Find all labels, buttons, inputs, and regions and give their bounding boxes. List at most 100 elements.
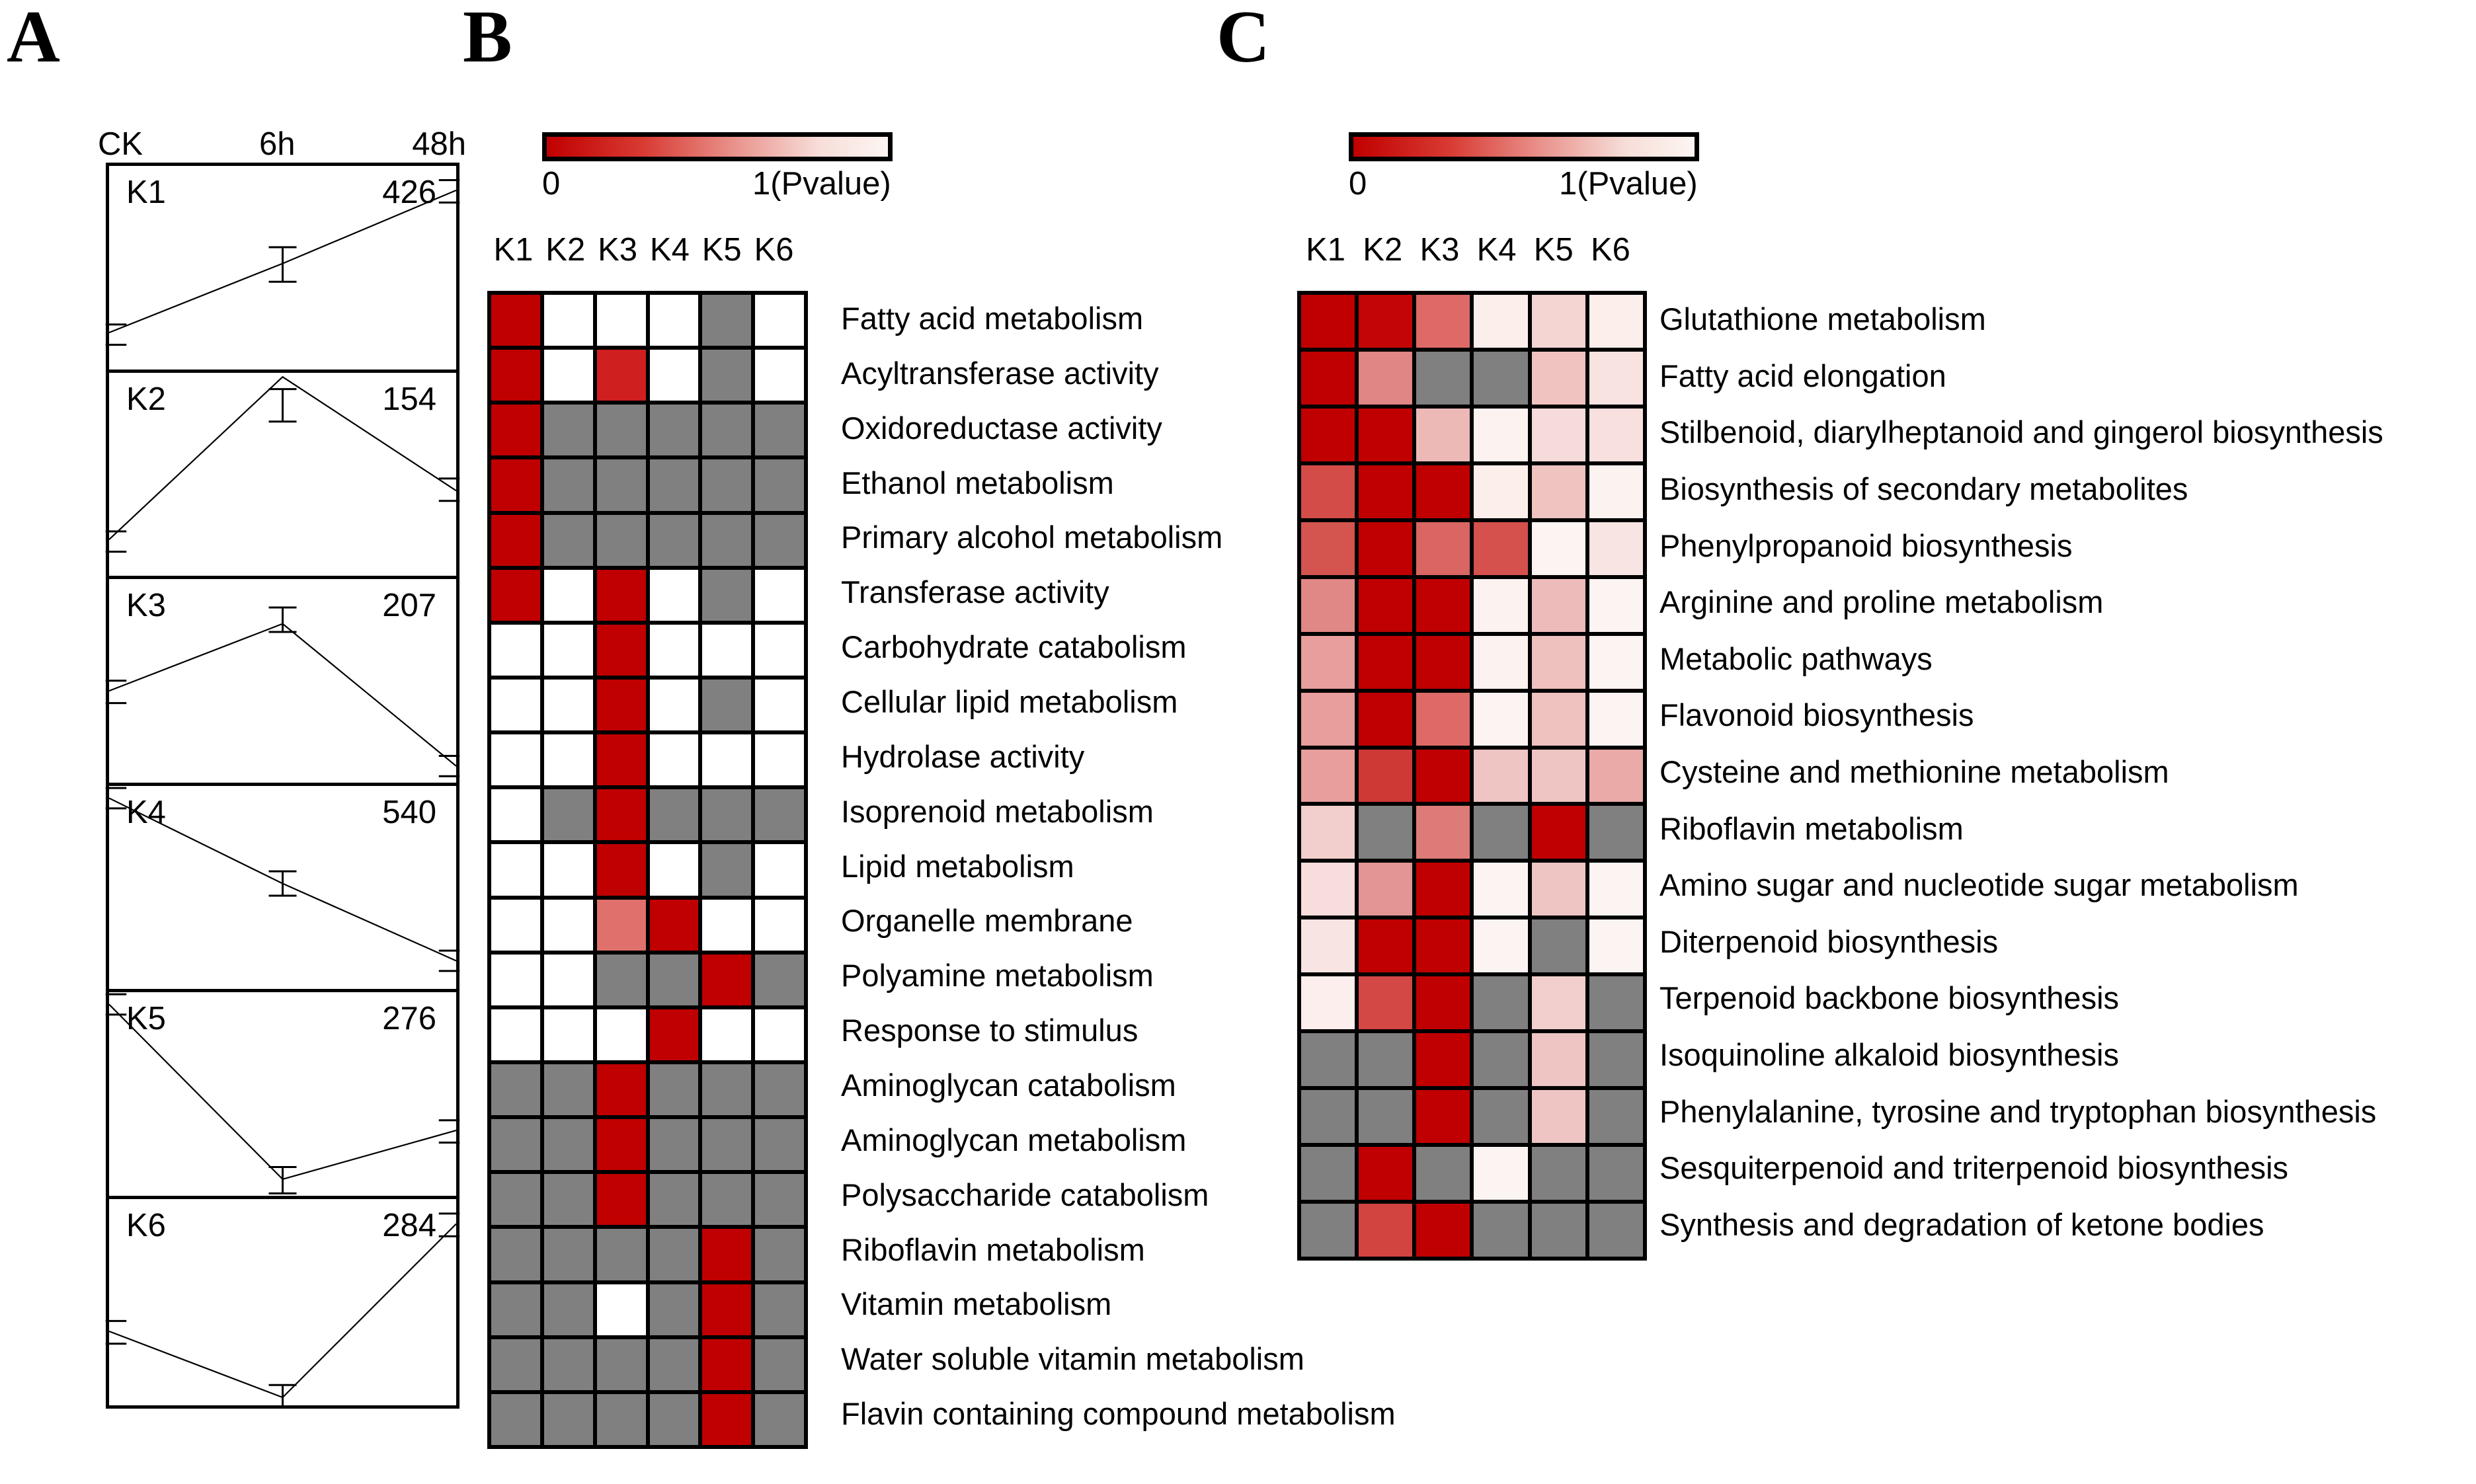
heatmap-b-column-header-k1: K1 <box>493 232 534 268</box>
heatmap-c-cell <box>1589 1033 1643 1087</box>
heatmap-c-cell <box>1474 863 1528 916</box>
heatmap-b-cell <box>491 1174 540 1226</box>
heatmap-b-cell <box>755 569 804 621</box>
heatmap-b-cell <box>755 459 804 511</box>
heatmap-c-cell <box>1359 351 1413 405</box>
heatmap-b-cell <box>543 1119 593 1171</box>
heatmap-c-cell <box>1531 522 1585 575</box>
heatmap-c-cell <box>1531 351 1585 405</box>
panel-label-a: A <box>7 0 60 78</box>
heatmap-b-column-header-k5: K5 <box>701 232 742 268</box>
heatmap-c-cell <box>1359 976 1413 1030</box>
heatmap-c-row-label: Flavonoid biosynthesis <box>1659 697 1974 733</box>
cluster-name: K1 <box>126 175 166 210</box>
heatmap-c-row-label: Synthesis and degradation of ketone bodi… <box>1659 1206 2264 1242</box>
heatmap-b-cell <box>491 789 540 841</box>
heatmap-c-cell <box>1416 749 1470 802</box>
heatmap-b-cell <box>755 734 804 786</box>
heatmap-b-cell <box>649 899 699 951</box>
heatmap-c-row-label: Phenylalanine, tyrosine and tryptophan b… <box>1659 1093 2377 1129</box>
heatmap-c-cell <box>1359 408 1413 461</box>
heatmap-b-cell <box>649 734 699 786</box>
heatmap-c-cell <box>1474 1147 1528 1200</box>
heatmap-c-cell <box>1301 1147 1355 1200</box>
heatmap-c-cell <box>1416 465 1470 518</box>
heatmap-b-row-label: Oxidoreductase activity <box>841 410 1162 446</box>
panel-a-axis-labels: CK 6h 48h <box>98 126 466 163</box>
heatmap-c-cell <box>1416 522 1470 575</box>
heatmap-c-cell <box>1474 749 1528 802</box>
heatmap-b-cell <box>596 1284 646 1335</box>
cluster-plot-k3: K3 207 <box>109 579 456 786</box>
heatmap-b-cell <box>649 954 699 1005</box>
heatmap-c-cell <box>1531 635 1585 689</box>
heatmap-c-cell <box>1531 1033 1585 1087</box>
heatmap-b-cell <box>491 680 540 731</box>
heatmap-b-cell <box>702 680 752 731</box>
heatmap-b-cell <box>543 680 593 731</box>
heatmap-b-cell <box>702 954 752 1005</box>
heatmap-b-cell <box>755 954 804 1005</box>
heatmap-b-cell <box>649 514 699 566</box>
heatmap-b-cell <box>755 1339 804 1390</box>
heatmap-b-cell <box>596 350 646 401</box>
heatmap-b-row-label: Vitamin metabolism <box>841 1286 1112 1322</box>
heatmap-b-cell <box>649 459 699 511</box>
heatmap-b-row-label: Fatty acid metabolism <box>841 300 1144 336</box>
heatmap-c-cell <box>1474 1204 1528 1257</box>
heatmap-c-cell <box>1531 749 1585 802</box>
heatmap-b-cell <box>702 1064 752 1116</box>
heatmap-c-cell <box>1359 1204 1413 1257</box>
heatmap-c-cell <box>1416 408 1470 461</box>
heatmap-b-cell <box>491 459 540 511</box>
heatmap-b-cell <box>702 295 752 346</box>
colorbar-max-label-b: 1(Pvalue) <box>752 166 891 202</box>
axis-tick-ck: CK <box>98 126 143 162</box>
heatmap-b-cell <box>702 569 752 621</box>
cluster-name: K4 <box>126 794 166 830</box>
heatmap-c-cell <box>1416 1090 1470 1144</box>
heatmap-b-cell <box>543 734 593 786</box>
heatmap-b-cell <box>596 789 646 841</box>
heatmap-b-row-label: Cellular lipid metabolism <box>841 683 1178 719</box>
axis-tick-6h: 6h <box>259 126 296 162</box>
heatmap-b-cell <box>702 1229 752 1280</box>
heatmap-c-cell <box>1359 749 1413 802</box>
heatmap-b-cell <box>755 1174 804 1226</box>
cluster-count: 426 <box>382 175 436 210</box>
heatmap-c-cell <box>1531 692 1585 746</box>
heatmap-c-cell <box>1589 465 1643 518</box>
cluster-profile-boxes: K1 426 K2 154 <box>106 163 459 1409</box>
heatmap-b-row-label: Transferase activity <box>841 574 1109 610</box>
colorbar-min-label-c: 0 <box>1349 166 1367 202</box>
cluster-line-k2 <box>109 373 456 576</box>
heatmap-b-cell <box>491 1339 540 1390</box>
heatmap-c-column-header-k2: K2 <box>1363 232 1403 268</box>
heatmap-c-cell <box>1589 1204 1643 1257</box>
heatmap-c-cell <box>1474 635 1528 689</box>
heatmap-b-cell <box>755 350 804 401</box>
heatmap-b-cell <box>755 844 804 896</box>
heatmap-b-column-header-k3: K3 <box>598 232 638 268</box>
heatmap-c-row-label: Stilbenoid, diarylheptanoid and gingerol… <box>1659 414 2383 450</box>
cluster-count: 540 <box>382 794 436 830</box>
heatmap-c-cell <box>1301 749 1355 802</box>
heatmap-c-cell <box>1589 749 1643 802</box>
cluster-plot-k5: K5 276 <box>109 992 456 1199</box>
heatmap-c-cell <box>1531 1147 1585 1200</box>
heatmap-b-cell <box>543 514 593 566</box>
heatmap-c-row-label: Phenylpropanoid biosynthesis <box>1659 527 2073 563</box>
heatmap-c-row-label: Biosynthesis of secondary metabolites <box>1659 471 2188 507</box>
heatmap-c-cell <box>1531 1204 1585 1257</box>
heatmap-c-cell <box>1301 465 1355 518</box>
heatmap-b-cell <box>702 789 752 841</box>
heatmap-c-cell <box>1416 1204 1470 1257</box>
heatmap-b-cell <box>596 680 646 731</box>
heatmap-b-row-label: Carbohydrate catabolism <box>841 629 1187 665</box>
cluster-plot-k1: K1 426 <box>109 166 456 373</box>
heatmap-c-cell <box>1589 408 1643 461</box>
heatmap-c-cell <box>1301 976 1355 1030</box>
heatmap-c-row-label: Metabolic pathways <box>1659 641 1933 676</box>
heatmap-c-cell <box>1416 806 1470 859</box>
